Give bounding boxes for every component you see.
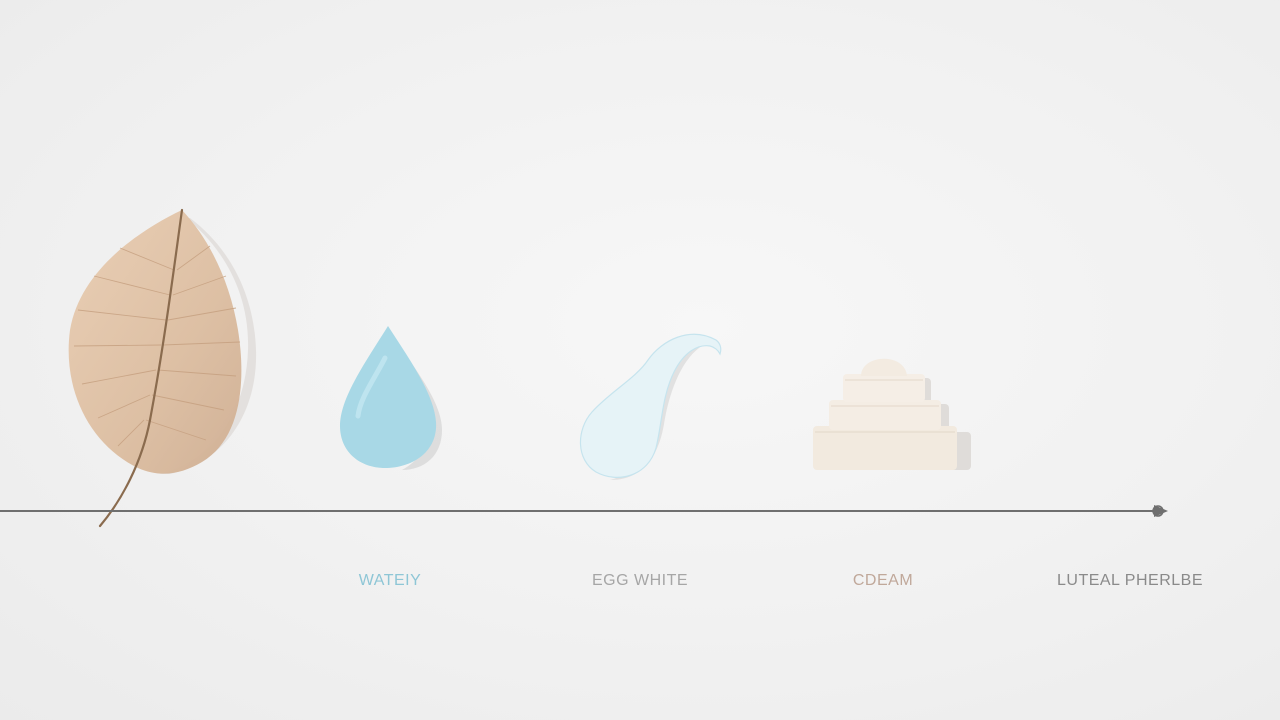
water-drop-icon — [330, 318, 460, 478]
stage-label-watery: WATEIY — [358, 572, 422, 589]
stage-label-luteal-phase: LUTEAL PHERLBE — [1056, 572, 1203, 589]
dry-leaf-icon — [60, 200, 260, 530]
cream-stack-icon — [805, 340, 975, 480]
stage-label-egg-white: EGG WHITE — [591, 572, 689, 589]
timeline-arrow — [0, 505, 1168, 517]
swirl-drop-icon — [570, 320, 730, 490]
stage-label-cream: CDEAM — [852, 572, 914, 589]
